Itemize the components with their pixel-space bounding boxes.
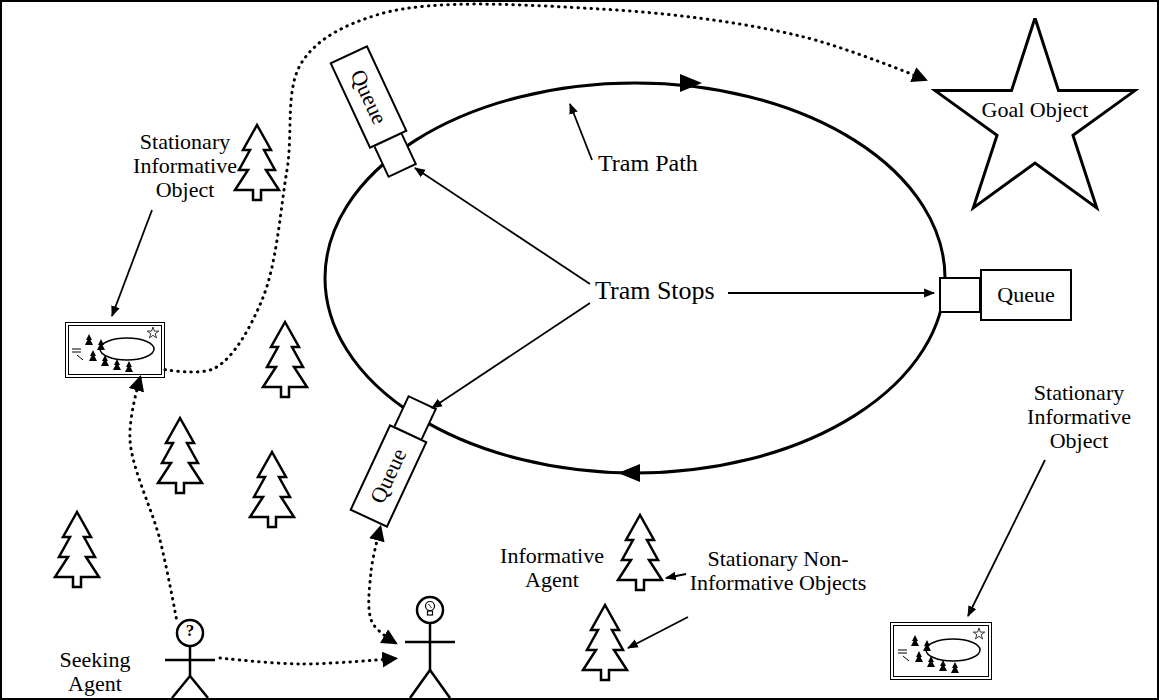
- tree: [158, 418, 202, 493]
- tree: [583, 605, 627, 680]
- tree: [618, 515, 662, 590]
- goal-star: Goal Object: [925, 18, 1145, 223]
- tram-path-label: Tram Path: [598, 150, 738, 176]
- direction-arrowhead: [618, 464, 640, 482]
- informative-map: Stationary Informative Object: [65, 322, 165, 378]
- mini-map: [898, 628, 985, 673]
- informative-map: Stationary Informative Object: [890, 622, 992, 680]
- dotted-path: [220, 658, 395, 664]
- tree: [235, 125, 279, 200]
- node-label: Goal Object: [980, 98, 1090, 122]
- tree: [55, 512, 99, 587]
- tram-stop: [940, 278, 980, 312]
- seeking-agent-figure: [165, 620, 215, 698]
- tram-path: [325, 83, 945, 473]
- tree: [250, 452, 294, 527]
- queue-box: Queue: [980, 269, 1072, 321]
- node-label: Stationary Informative Object: [1009, 381, 1149, 454]
- star-shape: [935, 18, 1135, 208]
- queue-box: Queue: [349, 424, 427, 528]
- informative-agent-figure: [405, 597, 455, 698]
- queue-box: Queue: [329, 45, 407, 149]
- direction-arrowhead: [680, 74, 702, 92]
- node-label: Stationary Informative Object: [124, 130, 246, 203]
- object-class-label: Stationary Non-Informative Objects: [688, 547, 868, 595]
- dotted-path: [369, 528, 395, 643]
- dotted-path: [130, 378, 176, 618]
- node-label: Informative Agent: [493, 544, 611, 592]
- queue-label: Queue: [997, 283, 1054, 307]
- tram-stops-label: Tram Stops: [595, 277, 730, 306]
- queue-label: Queue: [345, 66, 391, 128]
- tree: [263, 322, 307, 397]
- node-label: Seeking Agent: [45, 648, 145, 696]
- leader-lines: [112, 104, 1045, 648]
- informative-agent: Informative Agent: [395, 540, 605, 698]
- dotted-path: [165, 4, 925, 372]
- queue-label: Queue: [365, 445, 411, 507]
- question-mark: ?: [178, 622, 202, 641]
- mini-map: [72, 327, 159, 372]
